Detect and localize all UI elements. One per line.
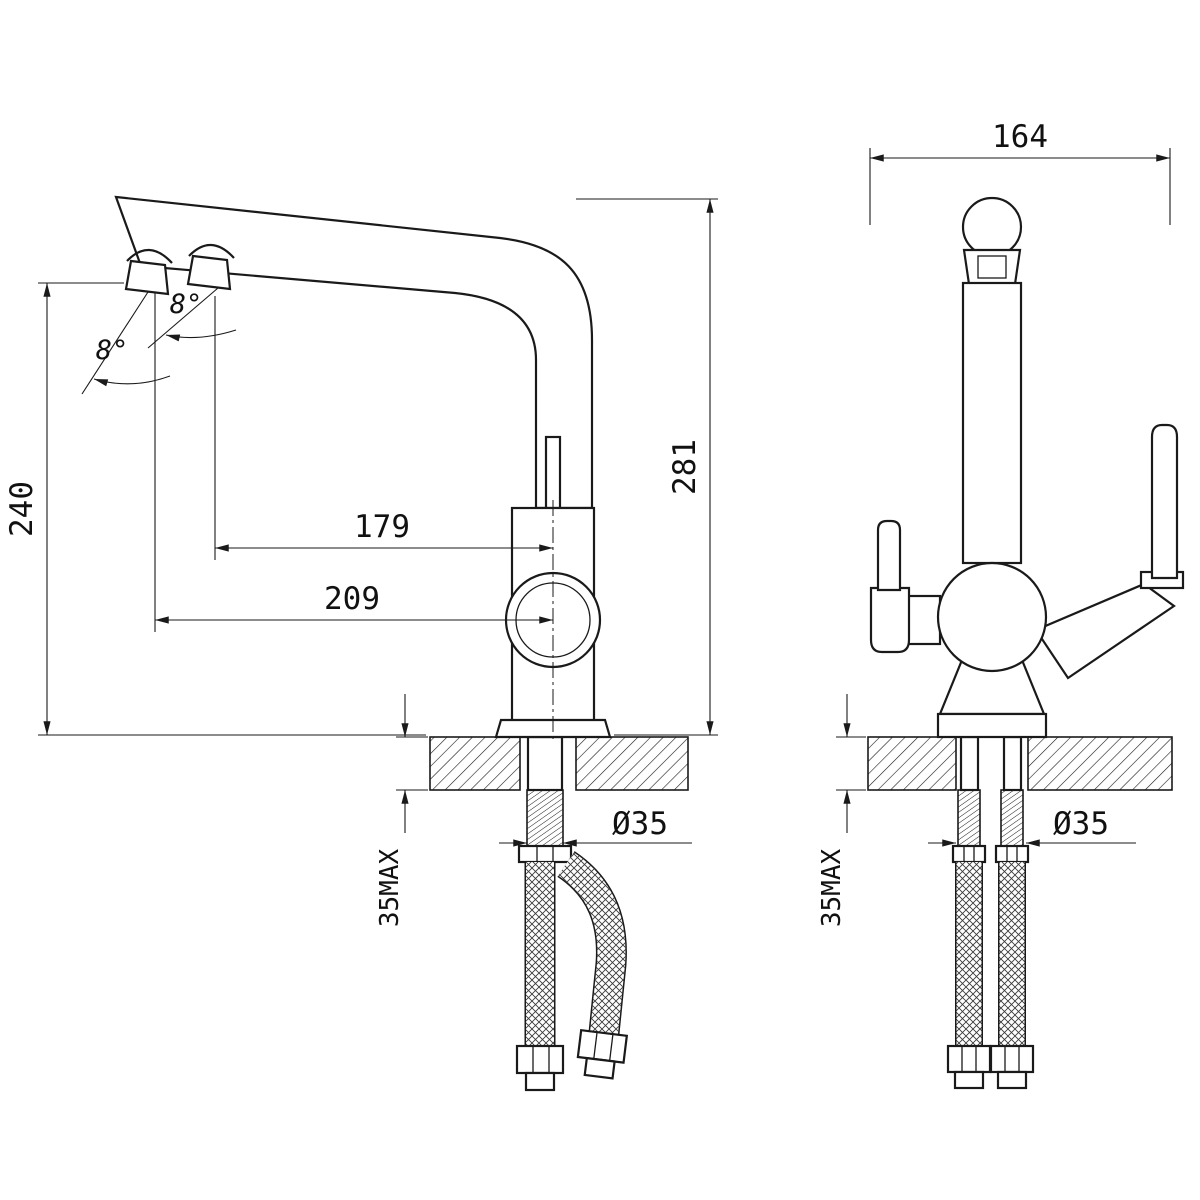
side-counter-deck	[429, 736, 689, 791]
dim-label-179: 179	[354, 509, 410, 545]
front-deck-left-hatch	[867, 736, 957, 791]
front-threaded-stud-right	[1000, 789, 1024, 847]
dimensions-front: 164 Ø35 35MAX	[817, 119, 1171, 927]
side-aerator-inner-dome	[188, 243, 235, 259]
side-hose-curved	[556, 851, 627, 1035]
side-view	[114, 195, 689, 1092]
dim-spout-height: 240	[4, 282, 426, 736]
front-knob-collar-inset	[977, 255, 1007, 279]
side-neck-rod	[544, 435, 562, 510]
dim-width-overall: 164	[869, 119, 1171, 225]
front-hose-nut-right	[989, 1044, 1035, 1090]
dim-label-deck-max-front: 35MAX	[817, 849, 847, 928]
front-right-handle-arm	[1034, 582, 1176, 680]
dim-deck-max-side: 35MAX	[375, 694, 428, 927]
side-mount-shank	[526, 735, 564, 792]
side-deck-right-hatch	[575, 736, 689, 791]
front-shank-left	[959, 735, 980, 792]
front-hose-nut-left	[946, 1044, 992, 1090]
front-counter-deck	[867, 736, 1173, 791]
front-faucet-body	[869, 196, 1185, 739]
front-mount-nut-left	[951, 844, 987, 864]
dim-label-281: 281	[667, 439, 703, 495]
front-left-handle-base	[869, 586, 911, 654]
dim-angle-outer: 8°	[81, 291, 171, 395]
dim-label-164: 164	[992, 119, 1048, 155]
dim-angle-inner: 8°	[147, 287, 237, 349]
side-hose-nut-curved	[576, 1028, 629, 1080]
front-threaded-stud-left	[957, 789, 981, 847]
dim-deck-max-front: 35MAX	[817, 694, 866, 927]
side-mount-nut	[517, 844, 573, 864]
dimensions-side: 281 240 179 209 8° 8°	[4, 198, 718, 927]
side-spout	[114, 195, 594, 510]
dim-label-209: 209	[324, 581, 380, 617]
front-body-column	[961, 281, 1023, 565]
dim-label-hole-side: Ø35	[612, 806, 668, 842]
dim-hole-diameter-front: Ø35	[928, 806, 1136, 847]
side-aerator-outer-dome	[126, 248, 173, 264]
dim-label-240: 240	[4, 481, 40, 537]
side-aerator-inner	[186, 254, 232, 291]
dim-hole-diameter-side: Ø35	[499, 806, 692, 847]
front-undercounter	[946, 735, 1035, 1090]
front-knob-collar	[962, 248, 1022, 286]
side-hose-nut-straight	[515, 1044, 565, 1092]
front-base-flange	[936, 712, 1048, 739]
front-mount-nut-right	[994, 844, 1030, 864]
dim-height-overall: 281	[576, 198, 718, 736]
side-aerator-outer	[124, 259, 170, 296]
dim-label-deck-max-side: 35MAX	[375, 849, 405, 928]
dim-label-angle-inner: 8°	[170, 289, 203, 320]
front-top-knob	[961, 196, 1023, 258]
dim-reach-inner: 179	[214, 296, 553, 560]
side-threaded-stud	[526, 789, 564, 847]
front-view	[867, 196, 1185, 1090]
front-right-handle-lever	[1150, 423, 1179, 580]
front-shank-right	[1002, 735, 1023, 792]
dim-reach-outer: 209	[154, 292, 553, 632]
front-left-handle-lever	[876, 519, 902, 592]
side-faucet-body	[114, 195, 612, 742]
dim-label-hole-front: Ø35	[1053, 806, 1109, 842]
side-deck-left-hatch	[429, 736, 521, 791]
front-ball-joint	[936, 561, 1048, 673]
dim-label-angle-outer: 8°	[96, 335, 129, 366]
front-deck-right-hatch	[1027, 736, 1173, 791]
